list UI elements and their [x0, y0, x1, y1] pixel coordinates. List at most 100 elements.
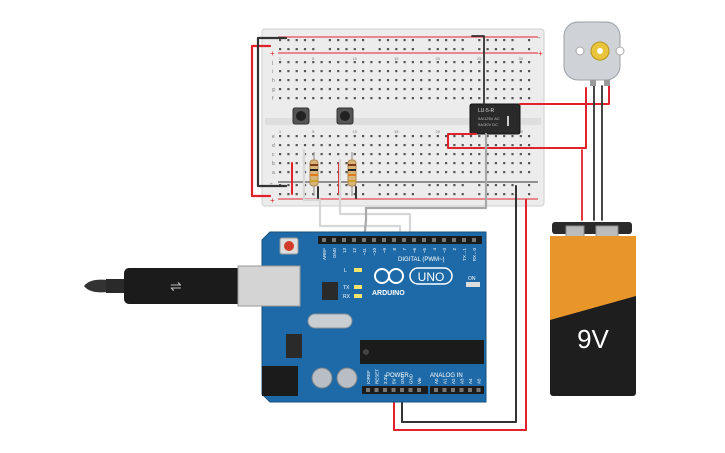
breadboard-hole [287, 153, 290, 156]
breadboard-hole [486, 184, 489, 187]
breadboard-column-number: 20 [435, 129, 440, 134]
digital-pin-socket[interactable] [402, 238, 406, 242]
breadboard-hole [486, 171, 489, 174]
analog-pin-socket[interactable] [459, 388, 464, 392]
push-button-1[interactable] [292, 107, 310, 125]
resistor-1-band-1 [310, 164, 318, 166]
digital-pin-socket[interactable] [442, 238, 446, 242]
digital-pin-socket[interactable] [372, 238, 376, 242]
breadboard-hole [420, 144, 423, 147]
digital-pin-socket[interactable] [362, 238, 366, 242]
wire-black-rail-to-relay[interactable] [471, 35, 485, 105]
breadboard-hole [478, 88, 481, 91]
breadboard-hole [453, 162, 456, 165]
wire-gray-relay-signal[interactable] [362, 132, 488, 244]
breadboard-column-number: 25 [477, 56, 482, 61]
breadboard-hole [486, 88, 489, 91]
wire-black-left-rail[interactable] [256, 36, 288, 188]
power-pin-socket[interactable] [374, 388, 379, 392]
digital-pin-socket[interactable] [452, 238, 456, 242]
arduino-uno[interactable]: L TX RX ON UNO ARDUINO DIGITAL (PWM~) PO… [237, 231, 487, 403]
breadboard-hole [337, 39, 340, 42]
breadboard-hole [386, 153, 390, 156]
breadboard-hole [445, 193, 448, 196]
breadboard-hole [345, 184, 348, 187]
digital-pin-socket[interactable] [332, 238, 336, 242]
breadboard-hole [337, 70, 340, 73]
digital-pin-socket[interactable] [342, 238, 346, 242]
power-jack [262, 366, 298, 396]
wire-red-left-rail[interactable] [250, 44, 272, 198]
breadboard-hole [370, 88, 373, 91]
breadboard-row-letter: e [272, 134, 275, 140]
digital-pin-socket[interactable] [412, 238, 416, 242]
analog-pin-socket[interactable] [468, 388, 472, 392]
breadboard-hole [453, 144, 456, 147]
breadboard-hole [353, 135, 356, 138]
breadboard-hole [428, 153, 431, 156]
breadboard-hole [370, 61, 373, 64]
breadboard-hole [486, 39, 489, 42]
breadboard-column-number: 10 [352, 129, 357, 134]
breadboard-hole [395, 88, 398, 91]
breadboard-hole [328, 153, 331, 156]
digital-pin-socket[interactable] [352, 238, 356, 242]
breadboard-hole [453, 184, 456, 187]
breadboard-hole [494, 70, 497, 73]
breadboard-hole [345, 193, 348, 196]
breadboard-hole [428, 39, 431, 42]
push-button-1-cap[interactable] [296, 111, 306, 121]
breadboard-hole [528, 88, 531, 91]
breadboard-hole [378, 184, 381, 187]
breadboard-hole [511, 162, 514, 165]
dc-motor[interactable] [563, 21, 625, 86]
relay-body[interactable] [469, 103, 521, 135]
breadboard-hole [328, 184, 331, 187]
power-pin-socket[interactable] [417, 388, 421, 392]
breadboard-hole [337, 88, 340, 91]
wire-red-relay-loop[interactable] [447, 87, 587, 149]
wire-black-gnd-to-rail[interactable] [401, 185, 517, 423]
breadboard-hole [428, 48, 431, 51]
wire-white-button2-signal[interactable] [338, 158, 412, 244]
power-pin-socket[interactable] [391, 388, 396, 392]
relay[interactable]: LU-5-R 5A/125V AC 5A/30V DC [469, 103, 521, 135]
reset-button[interactable] [284, 241, 294, 251]
breadboard-hole [386, 184, 390, 187]
analog-pin-socket[interactable] [476, 388, 481, 392]
power-pin-socket[interactable] [408, 388, 413, 392]
breadboard-hole [411, 171, 414, 174]
breadboard-hole [362, 79, 365, 82]
digital-pin-socket[interactable] [382, 238, 386, 242]
breadboard-hole [395, 48, 398, 51]
analog-pin-socket[interactable] [451, 388, 455, 392]
digital-pin-socket[interactable] [392, 238, 396, 242]
digital-pin-socket[interactable] [462, 238, 466, 242]
rail-plus-label-right: + [538, 49, 543, 58]
breadboard-hole [420, 162, 423, 165]
breadboard-hole [287, 97, 290, 100]
battery-9v[interactable]: 9V [550, 222, 636, 396]
breadboard-hole [287, 61, 290, 64]
breadboard-hole [395, 135, 398, 138]
digital-pin-socket[interactable] [432, 238, 436, 242]
analog-pin-socket[interactable] [442, 388, 447, 392]
breadboard-hole [494, 162, 497, 165]
wire-red-relay-to-motor[interactable] [519, 85, 610, 105]
push-button-2-cap[interactable] [340, 111, 350, 121]
digital-pin-socket[interactable] [322, 238, 326, 242]
power-pin-socket[interactable] [383, 388, 387, 392]
battery-orange-band [550, 236, 636, 320]
breadboard-hole [287, 135, 290, 138]
power-pin-label: IOREF [366, 370, 371, 384]
digital-pin-socket[interactable] [472, 238, 476, 242]
digital-pin-socket[interactable] [422, 238, 426, 242]
breadboard-hole [453, 61, 456, 64]
wire-white-button1-signal[interactable] [302, 148, 402, 244]
power-pin-socket[interactable] [400, 388, 404, 392]
analog-pin-socket[interactable] [434, 388, 438, 392]
wire-red-5v-to-rail[interactable] [393, 199, 527, 431]
power-pin-socket[interactable] [366, 388, 370, 392]
push-button-2[interactable] [336, 107, 354, 125]
arduino-logo-icon [374, 268, 404, 284]
